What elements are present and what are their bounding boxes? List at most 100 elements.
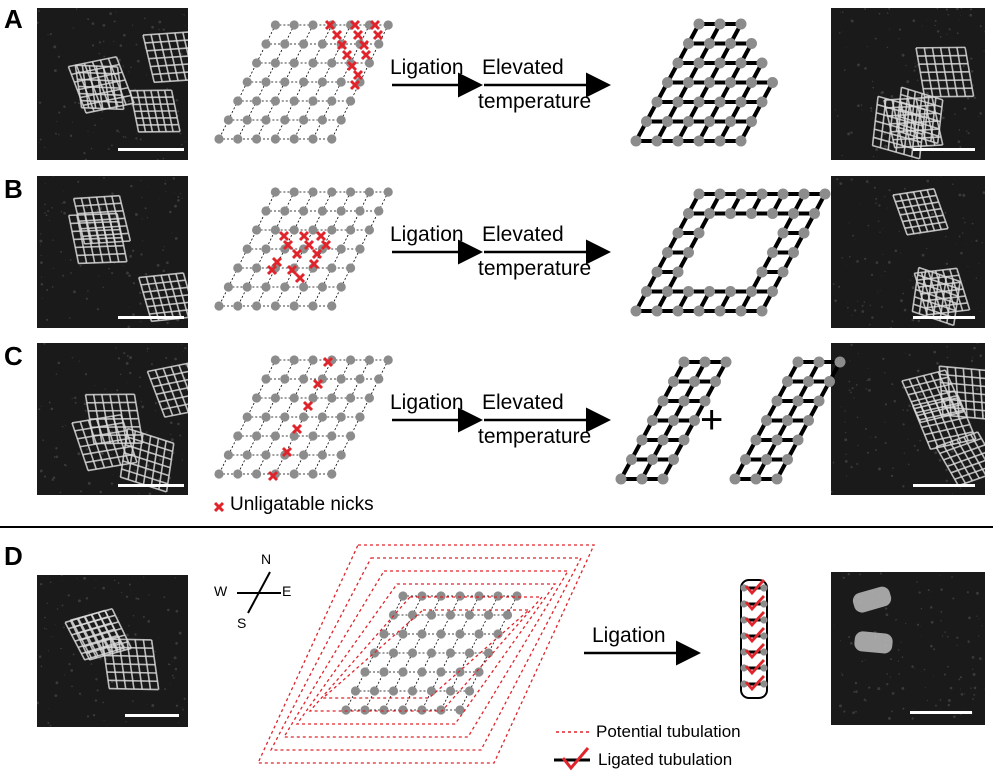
compass-n: N	[261, 551, 272, 567]
noise-speck	[929, 606, 933, 609]
noise-speck	[911, 286, 915, 290]
red-x-icon	[312, 378, 324, 390]
noise-speck	[841, 257, 843, 259]
noise-speck	[146, 217, 148, 219]
noise-speck	[956, 32, 959, 35]
noise-speck	[63, 463, 67, 466]
noise-speck	[144, 207, 147, 210]
noise-speck	[945, 262, 948, 265]
dot	[270, 431, 280, 441]
node	[803, 415, 814, 426]
noise-speck	[122, 135, 125, 138]
node	[693, 305, 705, 317]
dot	[327, 134, 337, 144]
noise-speck	[927, 84, 929, 86]
noise-speck	[128, 583, 131, 586]
noise-speck	[181, 143, 183, 146]
noise-speck	[934, 19, 937, 22]
noise-speck	[94, 699, 98, 702]
dot	[270, 134, 280, 144]
noise-speck	[102, 286, 104, 288]
micrograph-a-left	[37, 8, 188, 160]
noise-speck	[111, 192, 114, 195]
noise-speck	[48, 34, 50, 36]
dot-grid-c	[214, 355, 393, 479]
node	[782, 415, 793, 426]
noise-speck	[137, 598, 140, 600]
noise-speck	[76, 720, 78, 721]
node	[725, 286, 736, 297]
noise-speck	[86, 715, 90, 718]
red-check-icon	[744, 611, 766, 628]
noise-speck	[926, 247, 928, 250]
noise-speck	[95, 579, 97, 581]
dot	[289, 431, 299, 441]
noise-speck	[89, 441, 91, 443]
noise-speck	[945, 479, 948, 482]
noise-speck	[111, 144, 113, 147]
red-annotations	[213, 19, 596, 771]
dot	[308, 393, 318, 403]
noise-speck	[979, 310, 981, 312]
noise-speck	[96, 208, 100, 212]
dot	[388, 686, 399, 696]
noise-speck	[947, 462, 950, 466]
noise-speck	[948, 417, 950, 419]
noise-speck	[169, 95, 171, 97]
noise-speck	[886, 673, 889, 675]
noise-speck	[44, 146, 46, 148]
noise-speck	[75, 8, 78, 10]
noise-speck	[98, 275, 100, 277]
noise-speck	[872, 86, 875, 89]
noise-speck	[921, 209, 923, 211]
noise-speck	[934, 704, 937, 707]
noise-speck	[861, 304, 864, 307]
noise-speck	[914, 65, 917, 68]
noise-speck	[158, 28, 160, 31]
node	[647, 454, 658, 465]
dot	[233, 263, 243, 273]
noise-speck	[87, 290, 89, 292]
dot	[299, 374, 309, 384]
noise-speck	[877, 467, 881, 471]
node	[756, 266, 768, 278]
dot	[379, 705, 389, 715]
noise-speck	[178, 631, 182, 635]
noise-speck	[955, 8, 959, 11]
noise-speck	[912, 275, 914, 277]
noise-speck	[53, 456, 56, 458]
noise-speck	[58, 133, 60, 136]
noise-speck	[894, 249, 898, 253]
noise-speck	[103, 55, 106, 58]
dot	[346, 355, 356, 365]
noise-speck	[159, 458, 162, 461]
noise-speck	[140, 179, 142, 182]
noise-speck	[916, 386, 919, 390]
noise-speck	[63, 201, 66, 204]
noise-speck	[841, 674, 844, 676]
noise-speck	[841, 31, 843, 33]
dot	[280, 39, 290, 49]
noise-speck	[98, 52, 101, 55]
noise-speck	[84, 400, 86, 402]
lattice-blob	[938, 365, 985, 421]
noise-speck	[861, 660, 864, 663]
node	[714, 18, 726, 30]
noise-speck	[40, 233, 42, 235]
noise-speck	[886, 46, 889, 49]
noise-speck	[952, 597, 955, 600]
noise-speck	[126, 382, 128, 383]
node	[672, 96, 684, 108]
dot	[493, 629, 503, 639]
node	[809, 208, 820, 219]
dot	[308, 134, 318, 144]
noise-speck	[886, 683, 889, 686]
noise-speck	[833, 462, 834, 464]
noise-speck	[958, 678, 961, 681]
noise-speck	[850, 343, 853, 347]
noise-speck	[113, 20, 116, 23]
noise-speck	[88, 612, 90, 614]
legend-ligated-swatch	[554, 747, 590, 771]
red-x-icon	[315, 230, 327, 242]
node	[662, 116, 673, 127]
